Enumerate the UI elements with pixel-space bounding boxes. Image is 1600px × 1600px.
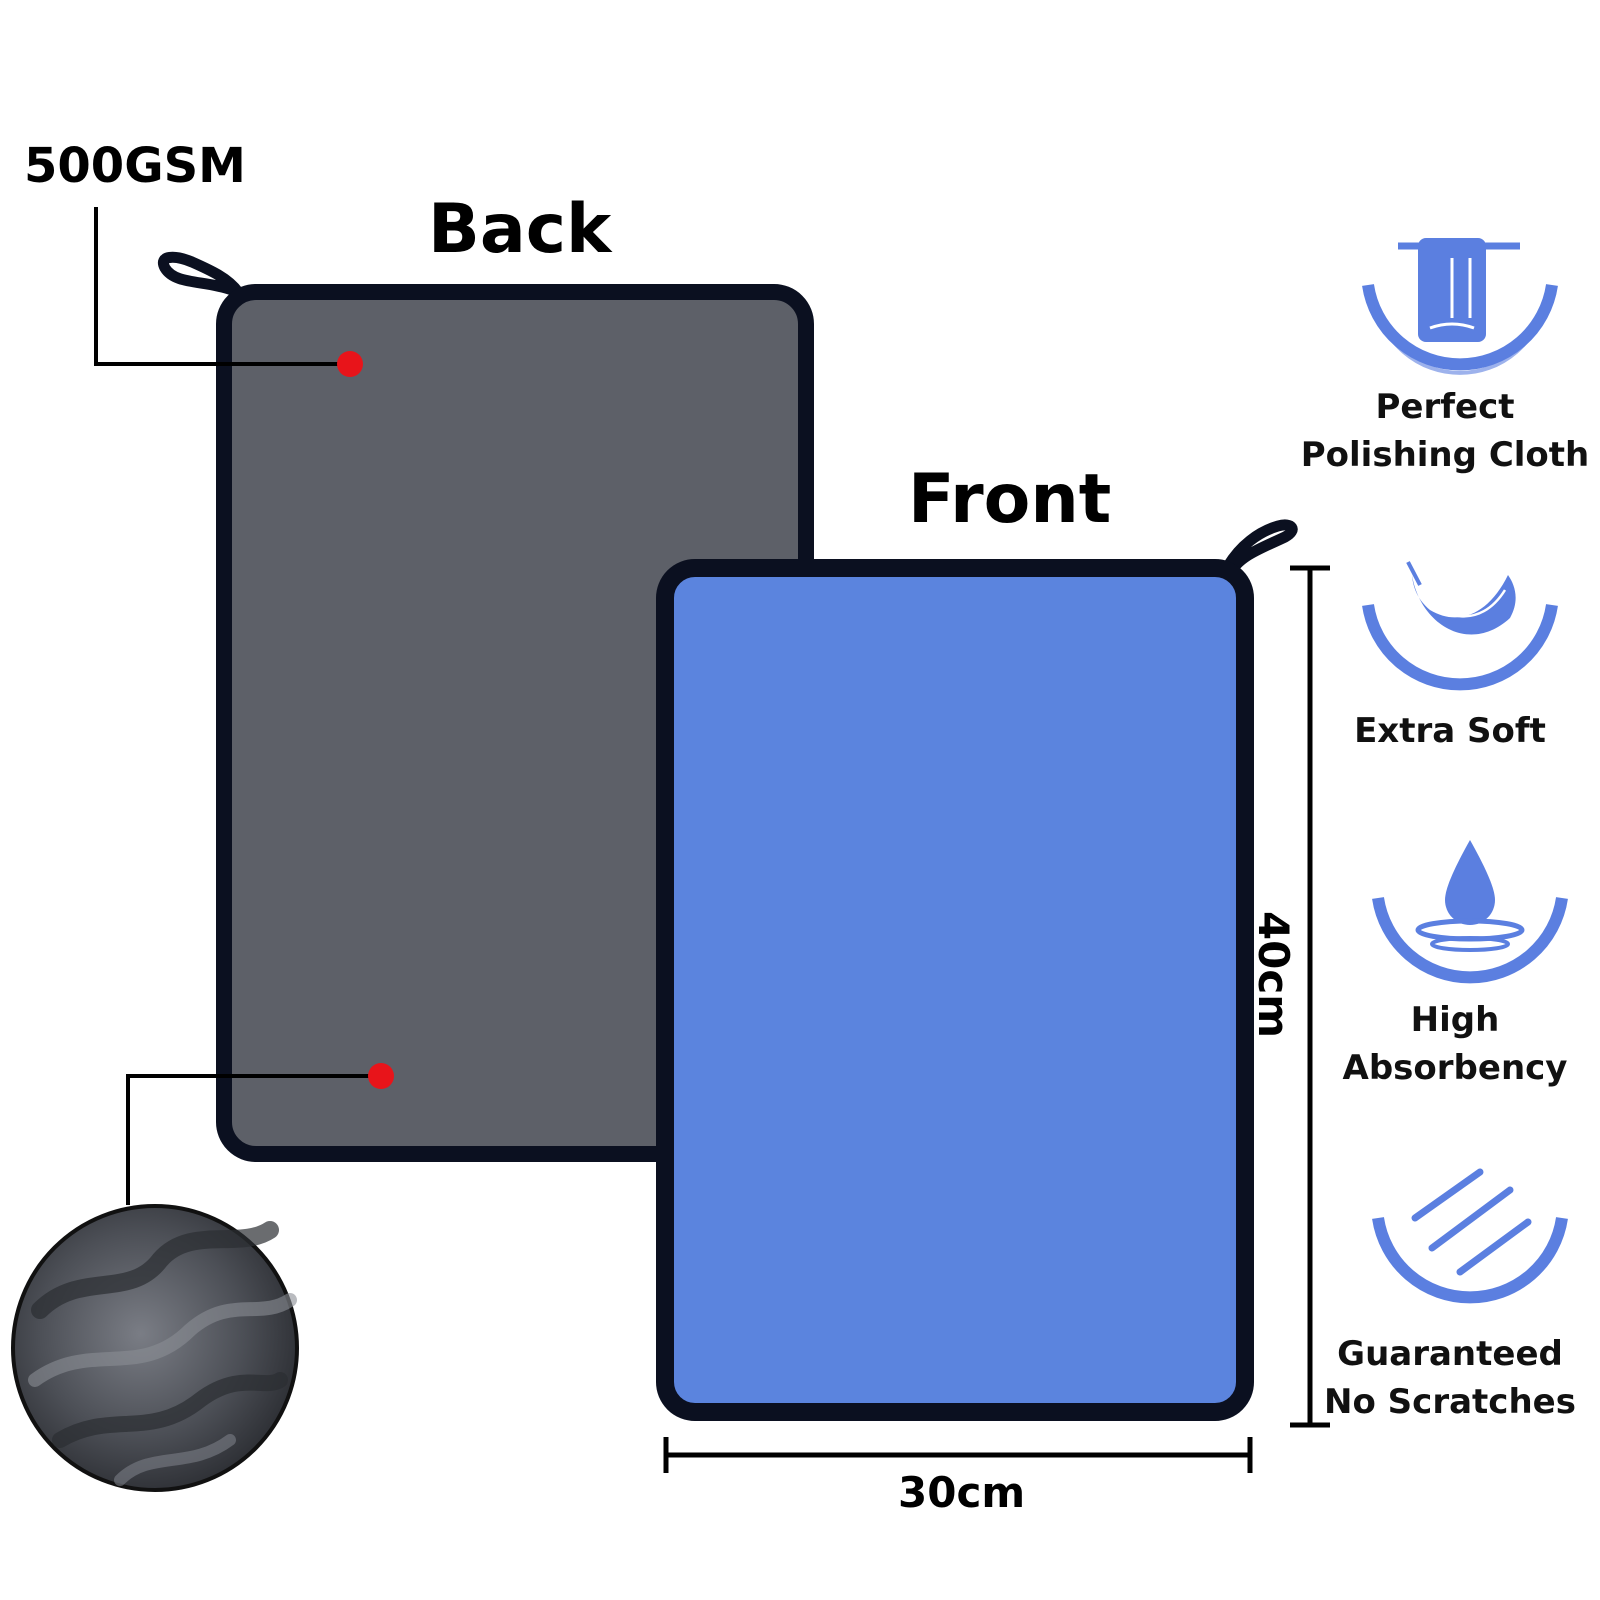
fabric-texture-swatch xyxy=(11,1204,299,1492)
feature-extra-soft: Extra Soft xyxy=(1310,707,1590,755)
height-dimension-line xyxy=(1290,565,1330,1428)
towel-icon xyxy=(1362,238,1558,375)
swatch-callout-line xyxy=(126,1074,380,1205)
swatch-callout-marker xyxy=(368,1063,394,1089)
feature-line: No Scratches xyxy=(1324,1382,1576,1422)
feature-no-scratches: Guaranteed No Scratches xyxy=(1300,1330,1600,1426)
feature-line: Absorbency xyxy=(1342,1048,1568,1088)
scratch-marks-icon xyxy=(1372,1168,1568,1304)
width-label: 30cm xyxy=(898,1468,1026,1517)
water-drop-icon xyxy=(1372,840,1568,984)
feature-line: Extra Soft xyxy=(1354,711,1546,751)
width-dimension-line xyxy=(663,1437,1253,1473)
gsm-callout-line xyxy=(94,207,348,366)
gsm-label: 500GSM xyxy=(24,138,246,194)
feature-high-absorbency: High Absorbency xyxy=(1310,996,1600,1092)
feature-line: High xyxy=(1410,1000,1500,1040)
height-label: 40cm xyxy=(1249,910,1299,1039)
feature-line: Perfect xyxy=(1375,387,1515,427)
feature-polishing-cloth: Perfect Polishing Cloth xyxy=(1290,383,1600,479)
front-cloth-body xyxy=(656,559,1254,1421)
front-cloth xyxy=(656,519,1298,1421)
feather-icon xyxy=(1362,561,1558,691)
front-label: Front xyxy=(908,460,1112,539)
feature-line: Polishing Cloth xyxy=(1300,435,1590,475)
back-label: Back xyxy=(428,190,612,269)
front-cloth-hanging-loop xyxy=(1222,519,1298,580)
gsm-callout-marker xyxy=(337,351,363,377)
feature-line: Guaranteed xyxy=(1337,1334,1563,1374)
back-cloth-hanging-loop xyxy=(158,251,244,298)
